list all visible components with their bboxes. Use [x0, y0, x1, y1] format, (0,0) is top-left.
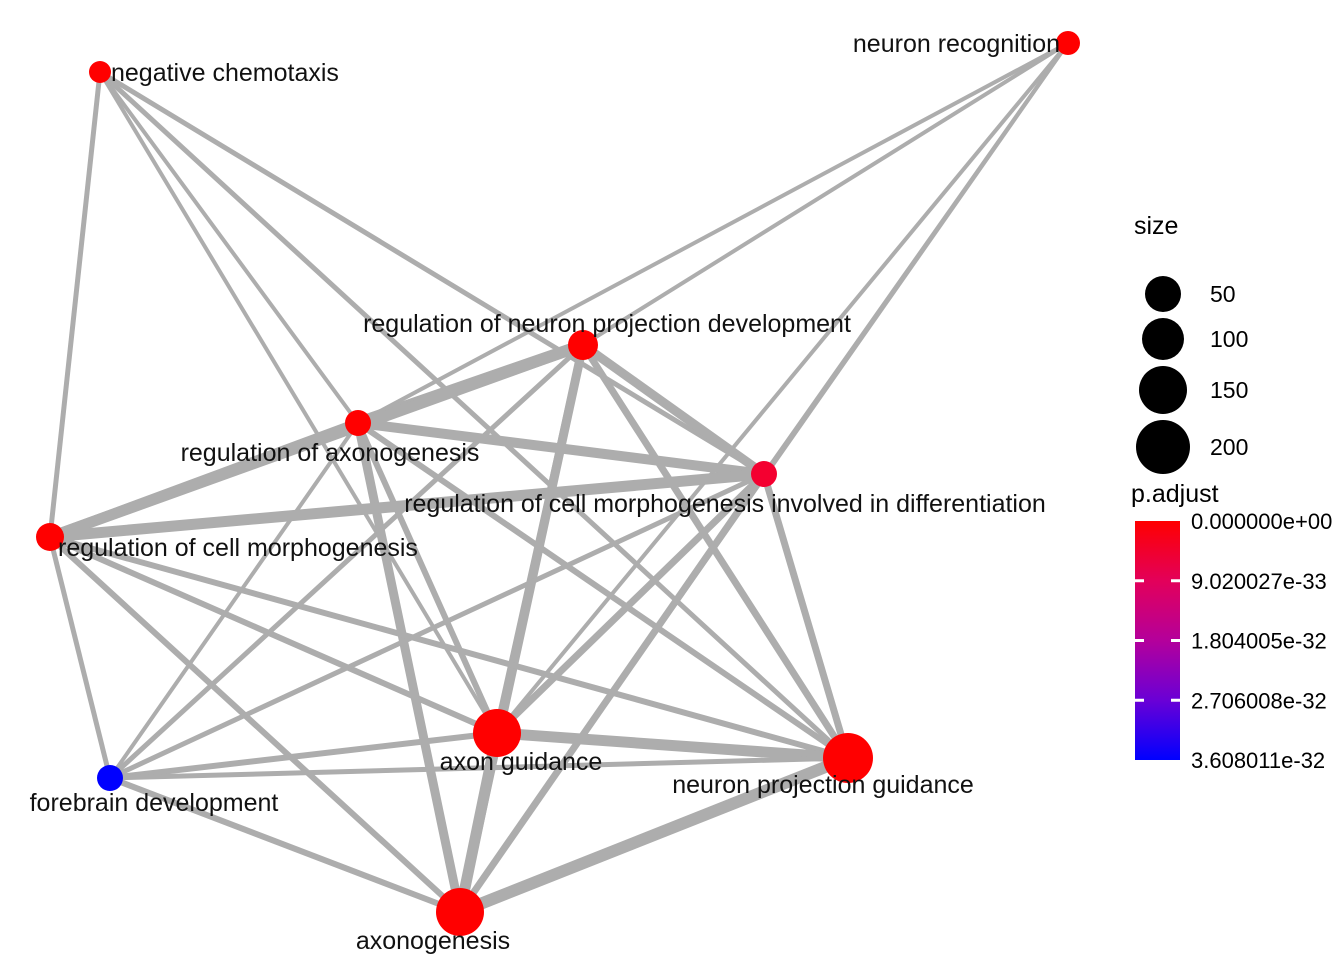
- size-legend: size 50 100 150 200: [1134, 212, 1248, 474]
- size-legend-key-200: [1136, 420, 1190, 474]
- network-edge: [108, 343, 585, 780]
- size-legend-label-150: 150: [1210, 377, 1248, 403]
- network-edge: [49, 534, 849, 761]
- network-node-label-reg_axonogenesis: regulation of axonogenesis: [181, 439, 480, 467]
- nodes-layer: [36, 31, 1080, 936]
- network-node-label-reg_cell_morph_diff: regulation of cell morphogenesis involve…: [404, 490, 1046, 518]
- network-node-axon_guidance[interactable]: [473, 709, 521, 757]
- network-edge: [47, 71, 103, 538]
- network-edge: [355, 421, 500, 735]
- size-legend-label-100: 100: [1210, 326, 1248, 352]
- network-edge: [98, 70, 499, 735]
- network-edge: [47, 536, 113, 779]
- network-edge: [108, 421, 360, 780]
- size-legend-items: 50 100 150 200: [1136, 276, 1248, 474]
- network-edge: [108, 471, 766, 781]
- colorbar-ticks: [1135, 579, 1180, 702]
- network-node-neuron_recognition[interactable]: [1056, 31, 1080, 55]
- network-edge: [457, 472, 767, 914]
- network-edge: [496, 727, 849, 764]
- node-labels-layer: negative chemotaxis neuron recognition reg…: [30, 30, 1060, 955]
- network-node-reg_cell_morph_diff[interactable]: [751, 461, 777, 487]
- network-edge: [580, 343, 851, 760]
- network-edge: [494, 471, 767, 736]
- network-edge: [356, 420, 850, 761]
- network-edge: [454, 731, 503, 914]
- size-legend-key-150: [1139, 366, 1187, 414]
- network-node-neuron_proj_guidance[interactable]: [823, 733, 873, 783]
- colorbar-tick-label-3: 2.706008e-32: [1191, 688, 1327, 713]
- network-node-negative_chemotaxis[interactable]: [89, 61, 111, 83]
- network-node-label-neuron_proj_guidance: neuron projection guidance: [672, 771, 974, 799]
- network-edge: [98, 70, 850, 760]
- network-node-forebrain_development[interactable]: [97, 765, 123, 791]
- network-node-label-forebrain_development: forebrain development: [30, 789, 279, 817]
- network-edge: [47, 534, 463, 915]
- colorbar-tick-label-1: 9.020027e-33: [1191, 569, 1327, 594]
- size-legend-key-100: [1142, 318, 1184, 360]
- network-edge: [357, 418, 765, 479]
- colorbar-tick-labels: 0.000000e+00 9.020027e-33 1.804005e-32 2.70…: [1191, 509, 1332, 773]
- edges-layer: [47, 41, 1070, 918]
- colorbar-tick-label-0: 0.000000e+00: [1191, 509, 1332, 534]
- network-edge: [760, 473, 852, 759]
- network-edge: [48, 534, 499, 736]
- network-node-label-neuron_recognition: neuron recognition: [853, 30, 1060, 58]
- network-node-axonogenesis[interactable]: [436, 888, 484, 936]
- colorbar-tick-label-4: 3.608011e-32: [1191, 748, 1325, 773]
- network-node-reg_axonogenesis[interactable]: [345, 410, 371, 436]
- network-node-label-negative_chemotaxis: negative chemotaxis: [111, 59, 339, 87]
- size-legend-label-200: 200: [1210, 434, 1248, 460]
- size-legend-label-50: 50: [1210, 281, 1236, 307]
- network-edge: [48, 418, 360, 542]
- colorbar-tick-label-2: 1.804005e-32: [1191, 629, 1327, 654]
- size-legend-key-50: [1145, 276, 1181, 312]
- network-edge: [98, 69, 766, 477]
- network-node-label-axonogenesis: axonogenesis: [356, 927, 510, 955]
- network-edge: [49, 468, 765, 543]
- network-node-label-reg_cell_morph: regulation of cell morphogenesis: [58, 534, 418, 562]
- network-edge: [108, 775, 462, 915]
- network-edge: [457, 752, 851, 918]
- p-adjust-legend-title: p.adjust: [1131, 480, 1219, 508]
- network-edge: [98, 70, 360, 425]
- network-node-reg_cell_morph[interactable]: [36, 523, 64, 551]
- network-edge: [580, 341, 767, 478]
- size-legend-title: size: [1134, 212, 1178, 240]
- network-edge: [581, 41, 1070, 347]
- network-node-label-reg_neuron_proj_dev: regulation of neuron projection developm…: [363, 310, 851, 338]
- network-edge: [762, 41, 1070, 476]
- network-edge: [357, 41, 1069, 425]
- network-edge: [109, 730, 498, 781]
- network-node-reg_neuron_proj_dev[interactable]: [568, 330, 598, 360]
- p-adjust-legend: p.adjust 0.000000e+00 9.020027e-33 1.80400…: [1131, 480, 1332, 773]
- network-node-label-axon_guidance: axon guidance: [440, 748, 603, 776]
- network-edge: [109, 755, 849, 781]
- network-edge: [495, 41, 1070, 735]
